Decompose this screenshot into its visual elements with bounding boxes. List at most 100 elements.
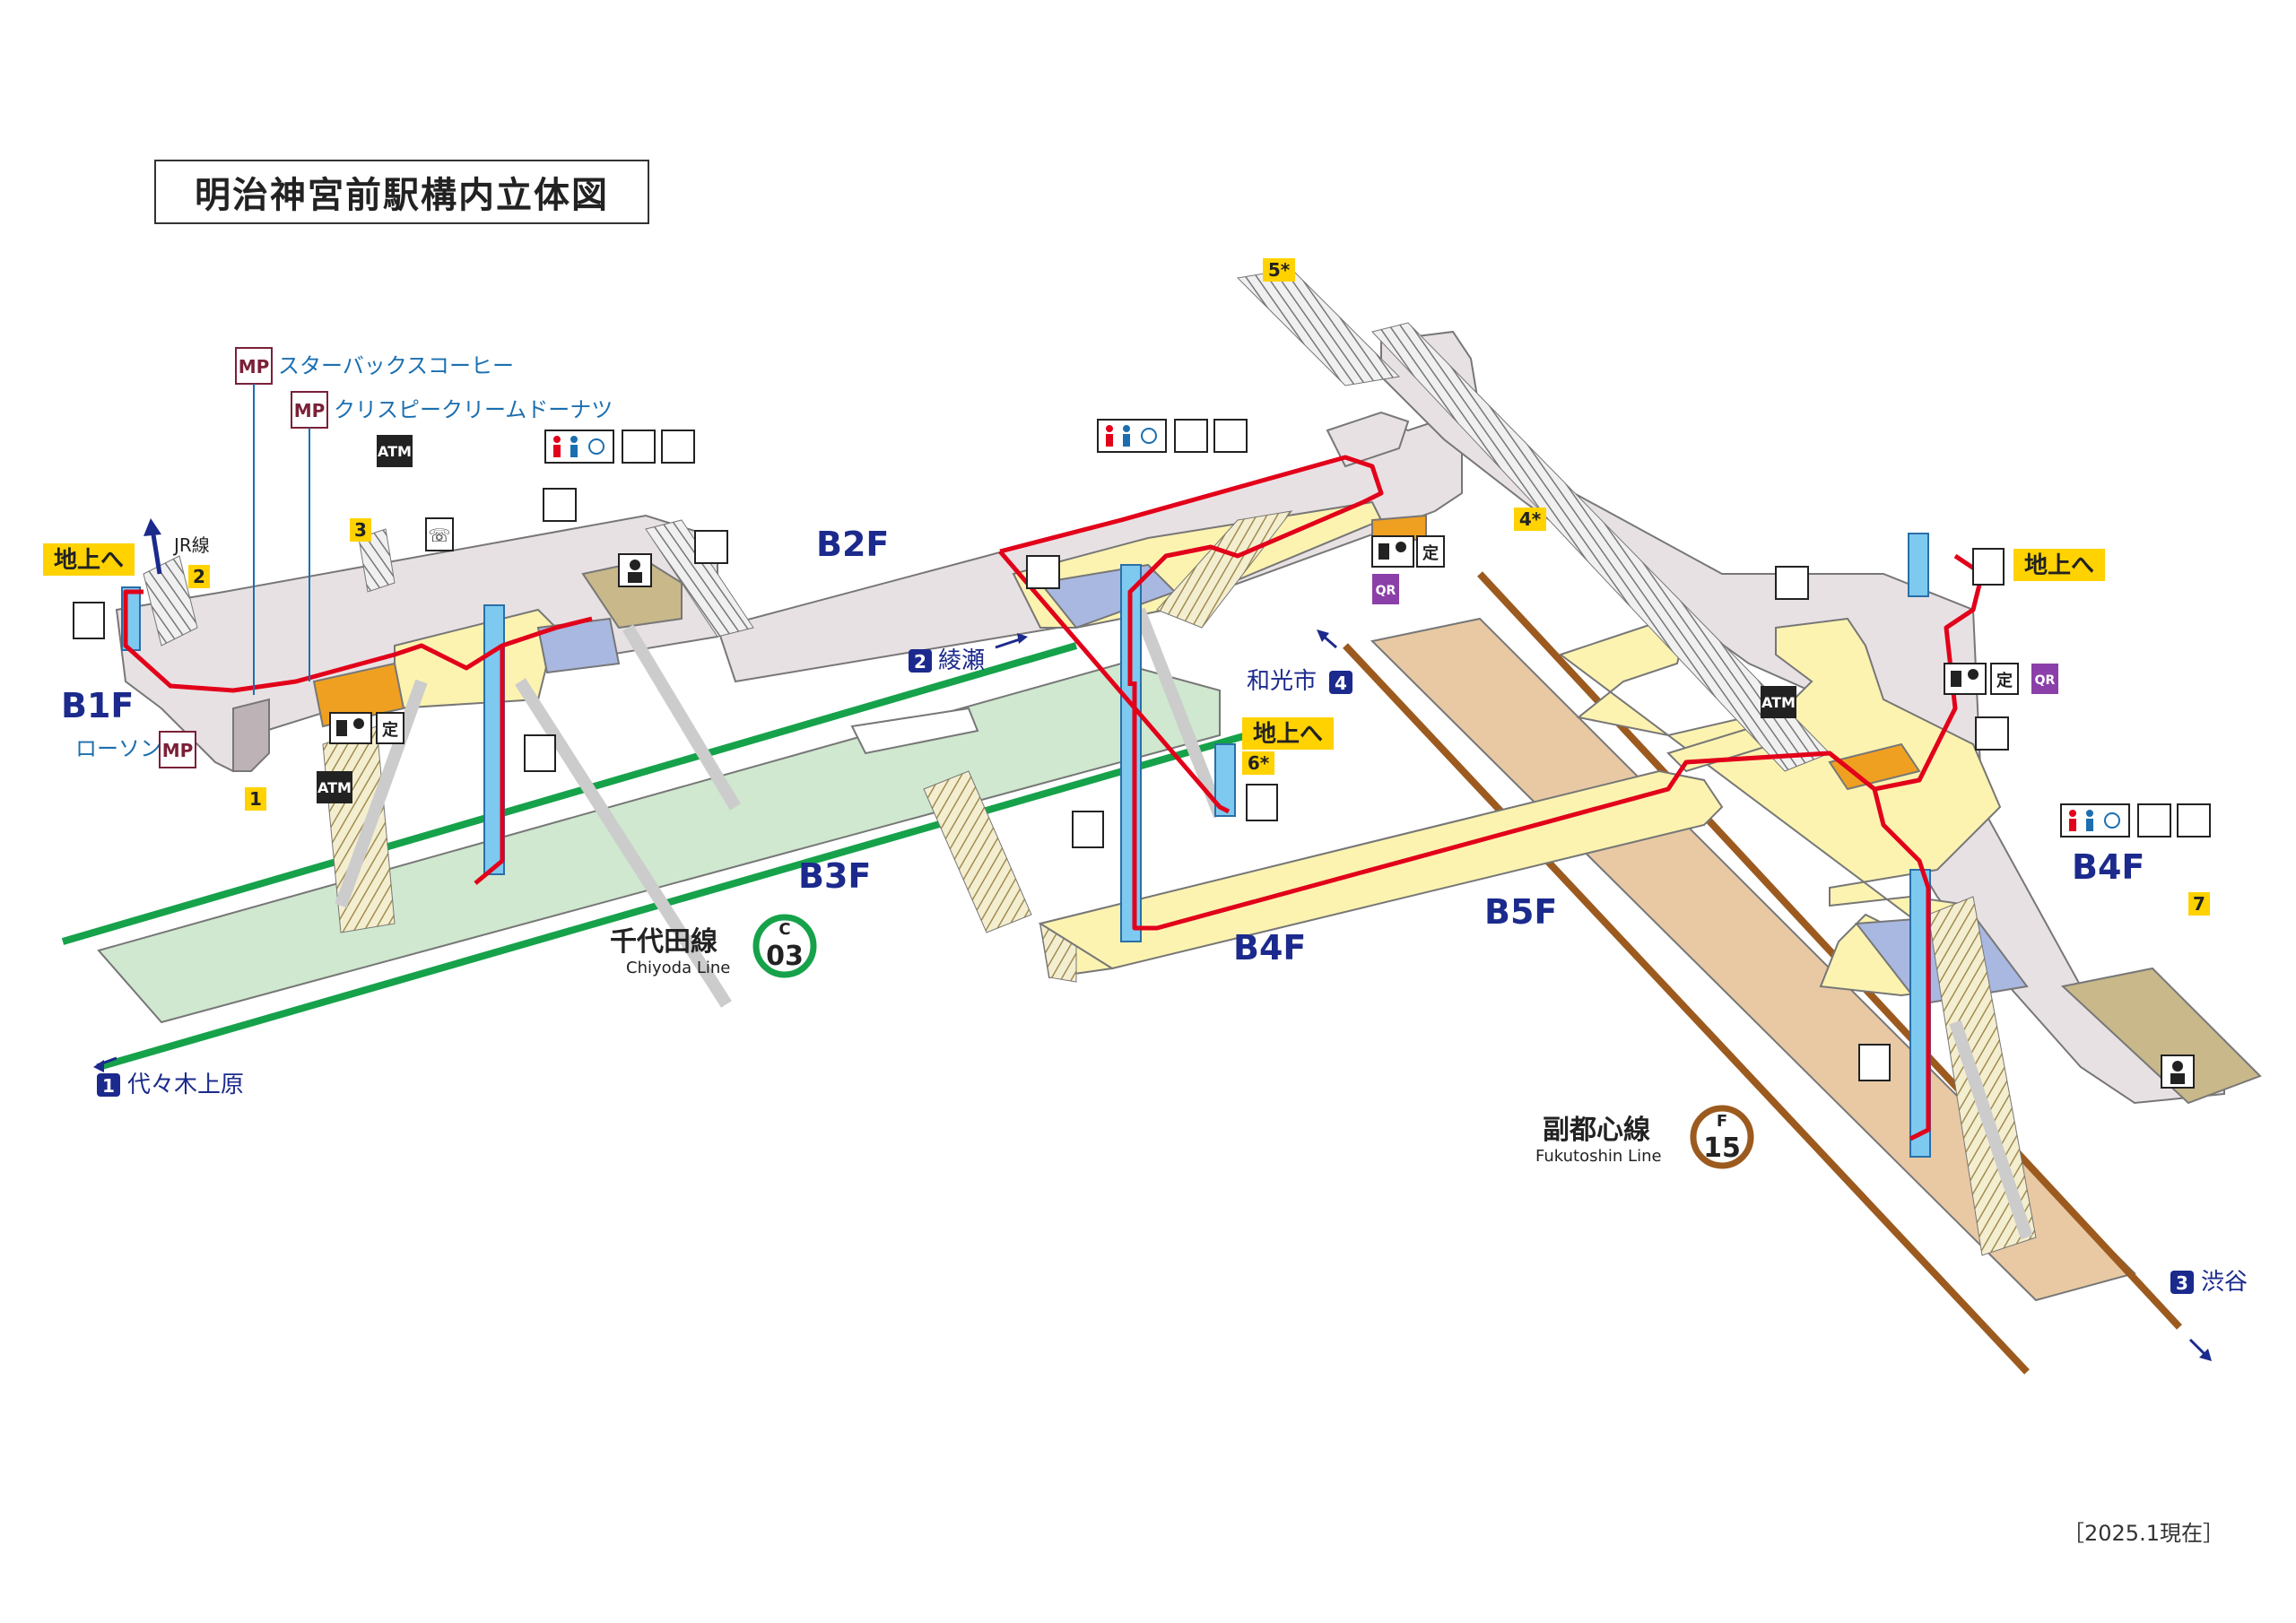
svg-text:クリスピークリームドーナツ: クリスピークリームドーナツ bbox=[334, 397, 613, 422]
exit-7: 7 bbox=[2188, 892, 2210, 916]
svg-text:3: 3 bbox=[354, 519, 367, 541]
atm-icon-3: ATM bbox=[1761, 686, 1796, 718]
elevator-icon bbox=[73, 602, 105, 639]
svg-text:ATM: ATM bbox=[317, 779, 352, 796]
coin-locker-icon bbox=[1775, 566, 1809, 600]
page-title: 明治神宮前駅構内立体図 bbox=[154, 160, 649, 224]
stair-lift-icon bbox=[694, 530, 728, 564]
qr-icons: QR QR bbox=[1372, 574, 2058, 694]
direction-1: 1 代々木上原 bbox=[93, 1056, 244, 1098]
svg-text:MP: MP bbox=[239, 356, 270, 378]
teiki-icon-2: 定 bbox=[1416, 535, 1445, 568]
svg-text:地上へ: 地上へ bbox=[2024, 552, 2094, 579]
svg-text:4*: 4* bbox=[1519, 508, 1542, 530]
elevator-icon bbox=[524, 734, 556, 772]
chiyoda-name-ja: 千代田線 bbox=[610, 926, 718, 958]
floor-label-b1f: B1F bbox=[61, 686, 134, 725]
svg-text:2: 2 bbox=[193, 566, 205, 587]
floor-label-b4f-middle: B4F bbox=[1233, 928, 1306, 968]
floor-label-b2f: B2F bbox=[816, 525, 889, 564]
chiyoda-number: 03 bbox=[766, 941, 804, 972]
svg-text:QR: QR bbox=[1376, 584, 1396, 598]
fukutoshin-name-en: Fukutoshin Line bbox=[1535, 1147, 1662, 1166]
floor-labels: B1F B2F B3F B4F B5F B4F bbox=[61, 525, 2144, 968]
qr-icon-2: QR bbox=[2031, 664, 2058, 694]
floor-label-b4f-right: B4F bbox=[2072, 847, 2144, 887]
teiki-icon-1: 定 bbox=[376, 712, 404, 744]
lawson-label: ローソン MP bbox=[75, 731, 196, 768]
fukutoshin-letter: F bbox=[1717, 1112, 1727, 1131]
svg-text:☏: ☏ bbox=[428, 525, 450, 546]
svg-text:綾瀬: 綾瀬 bbox=[938, 647, 985, 674]
svg-text:1: 1 bbox=[102, 1075, 115, 1097]
ticket-staff-icons bbox=[329, 535, 2195, 1089]
to-ground-labels: 地上へ 地上へ 地上へ bbox=[43, 543, 2105, 750]
elevator-icon bbox=[1246, 784, 1278, 821]
baby-room-icon bbox=[622, 430, 656, 464]
exit-4: 4* bbox=[1514, 508, 1546, 531]
shop-labels: MP スターバックスコーヒー MP クリスピークリームドーナツ ローソン MP bbox=[75, 347, 613, 768]
floor-label-b5f: B5F bbox=[1484, 892, 1557, 932]
amenity-icons bbox=[544, 419, 2211, 838]
elevator-icon bbox=[1858, 1044, 1891, 1081]
fukutoshin-track-north bbox=[1477, 571, 2182, 1330]
nursing-room-icon bbox=[2177, 803, 2211, 838]
exit-2: 2 bbox=[188, 565, 210, 588]
to-ground-right: 地上へ bbox=[2013, 549, 2105, 581]
misc-icons: ☏ bbox=[425, 488, 2009, 751]
chiyoda-line-badge: 千代田線 Chiyoda Line C 03 bbox=[610, 914, 817, 978]
coin-locker-icon bbox=[543, 488, 577, 522]
exit-badges: 1 2 3 4* 5* 6* 7 bbox=[188, 258, 2210, 916]
exit-6: 6* bbox=[1242, 751, 1274, 775]
ticket-machine-icon bbox=[1371, 535, 1414, 568]
coin-locker-icon bbox=[1026, 555, 1060, 589]
baby-room-icon bbox=[2137, 803, 2171, 838]
svg-text:QR: QR bbox=[2035, 673, 2056, 688]
atm-icon-2: ATM bbox=[317, 771, 352, 803]
direction-4: 和光市 4 bbox=[1247, 629, 1352, 695]
qr-icon-1: QR bbox=[1372, 574, 1399, 604]
svg-text:MP: MP bbox=[294, 400, 326, 421]
toilet-icon bbox=[1097, 419, 1167, 453]
atm-icon-1: ATM bbox=[377, 435, 413, 467]
svg-text:2: 2 bbox=[914, 651, 926, 673]
svg-text:5*: 5* bbox=[1268, 259, 1291, 281]
elevator-icons bbox=[73, 548, 2005, 1081]
fukutoshin-platform bbox=[1370, 617, 2136, 1302]
svg-text:1: 1 bbox=[249, 788, 262, 810]
footnote-date: ［2025.1現在］ bbox=[2063, 1521, 2224, 1546]
svg-text:地上へ: 地上へ bbox=[1253, 721, 1323, 748]
accessible-route bbox=[123, 455, 1985, 1141]
phone-icon bbox=[425, 517, 454, 551]
baby-room-icon bbox=[1174, 419, 1208, 453]
atm-icons: ATM ATM ATM bbox=[317, 435, 1796, 803]
svg-text:MP: MP bbox=[162, 740, 194, 761]
elevator-icon bbox=[1072, 811, 1104, 848]
fukutoshin-track-south bbox=[1343, 643, 2030, 1375]
teiki-icons: 定 定 定 bbox=[376, 535, 2019, 744]
elevator-icon bbox=[1972, 548, 2005, 586]
svg-text:6*: 6* bbox=[1248, 752, 1270, 774]
exit-1: 1 bbox=[245, 787, 266, 811]
coin-locker-icon bbox=[1975, 716, 2009, 751]
fukutoshin-name-ja: 副都心線 bbox=[1543, 1115, 1650, 1146]
exit-5: 5* bbox=[1263, 258, 1295, 282]
ticket-machine-icon bbox=[329, 712, 372, 744]
b1f-gate-area bbox=[312, 559, 683, 728]
teiki-icon-3: 定 bbox=[1990, 663, 2019, 695]
direction-2: 2 綾瀬 bbox=[909, 633, 1028, 674]
chiyoda-track-north bbox=[61, 642, 1078, 945]
svg-text:ローソン: ローソン bbox=[75, 736, 161, 761]
chiyoda-platform bbox=[97, 662, 1221, 1024]
fukutoshin-number: 15 bbox=[1703, 1133, 1741, 1164]
svg-text:和光市: 和光市 bbox=[1247, 668, 1317, 695]
svg-text:ATM: ATM bbox=[378, 443, 412, 460]
krispy-label: MP クリスピークリームドーナツ bbox=[291, 391, 613, 681]
svg-text:ATM: ATM bbox=[1761, 694, 1796, 711]
svg-text:3: 3 bbox=[2176, 1272, 2188, 1294]
to-ground-left: 地上へ bbox=[43, 543, 135, 576]
svg-text:7: 7 bbox=[2193, 893, 2205, 915]
exit-3: 3 bbox=[350, 518, 371, 542]
svg-text:定: 定 bbox=[1422, 543, 1439, 563]
